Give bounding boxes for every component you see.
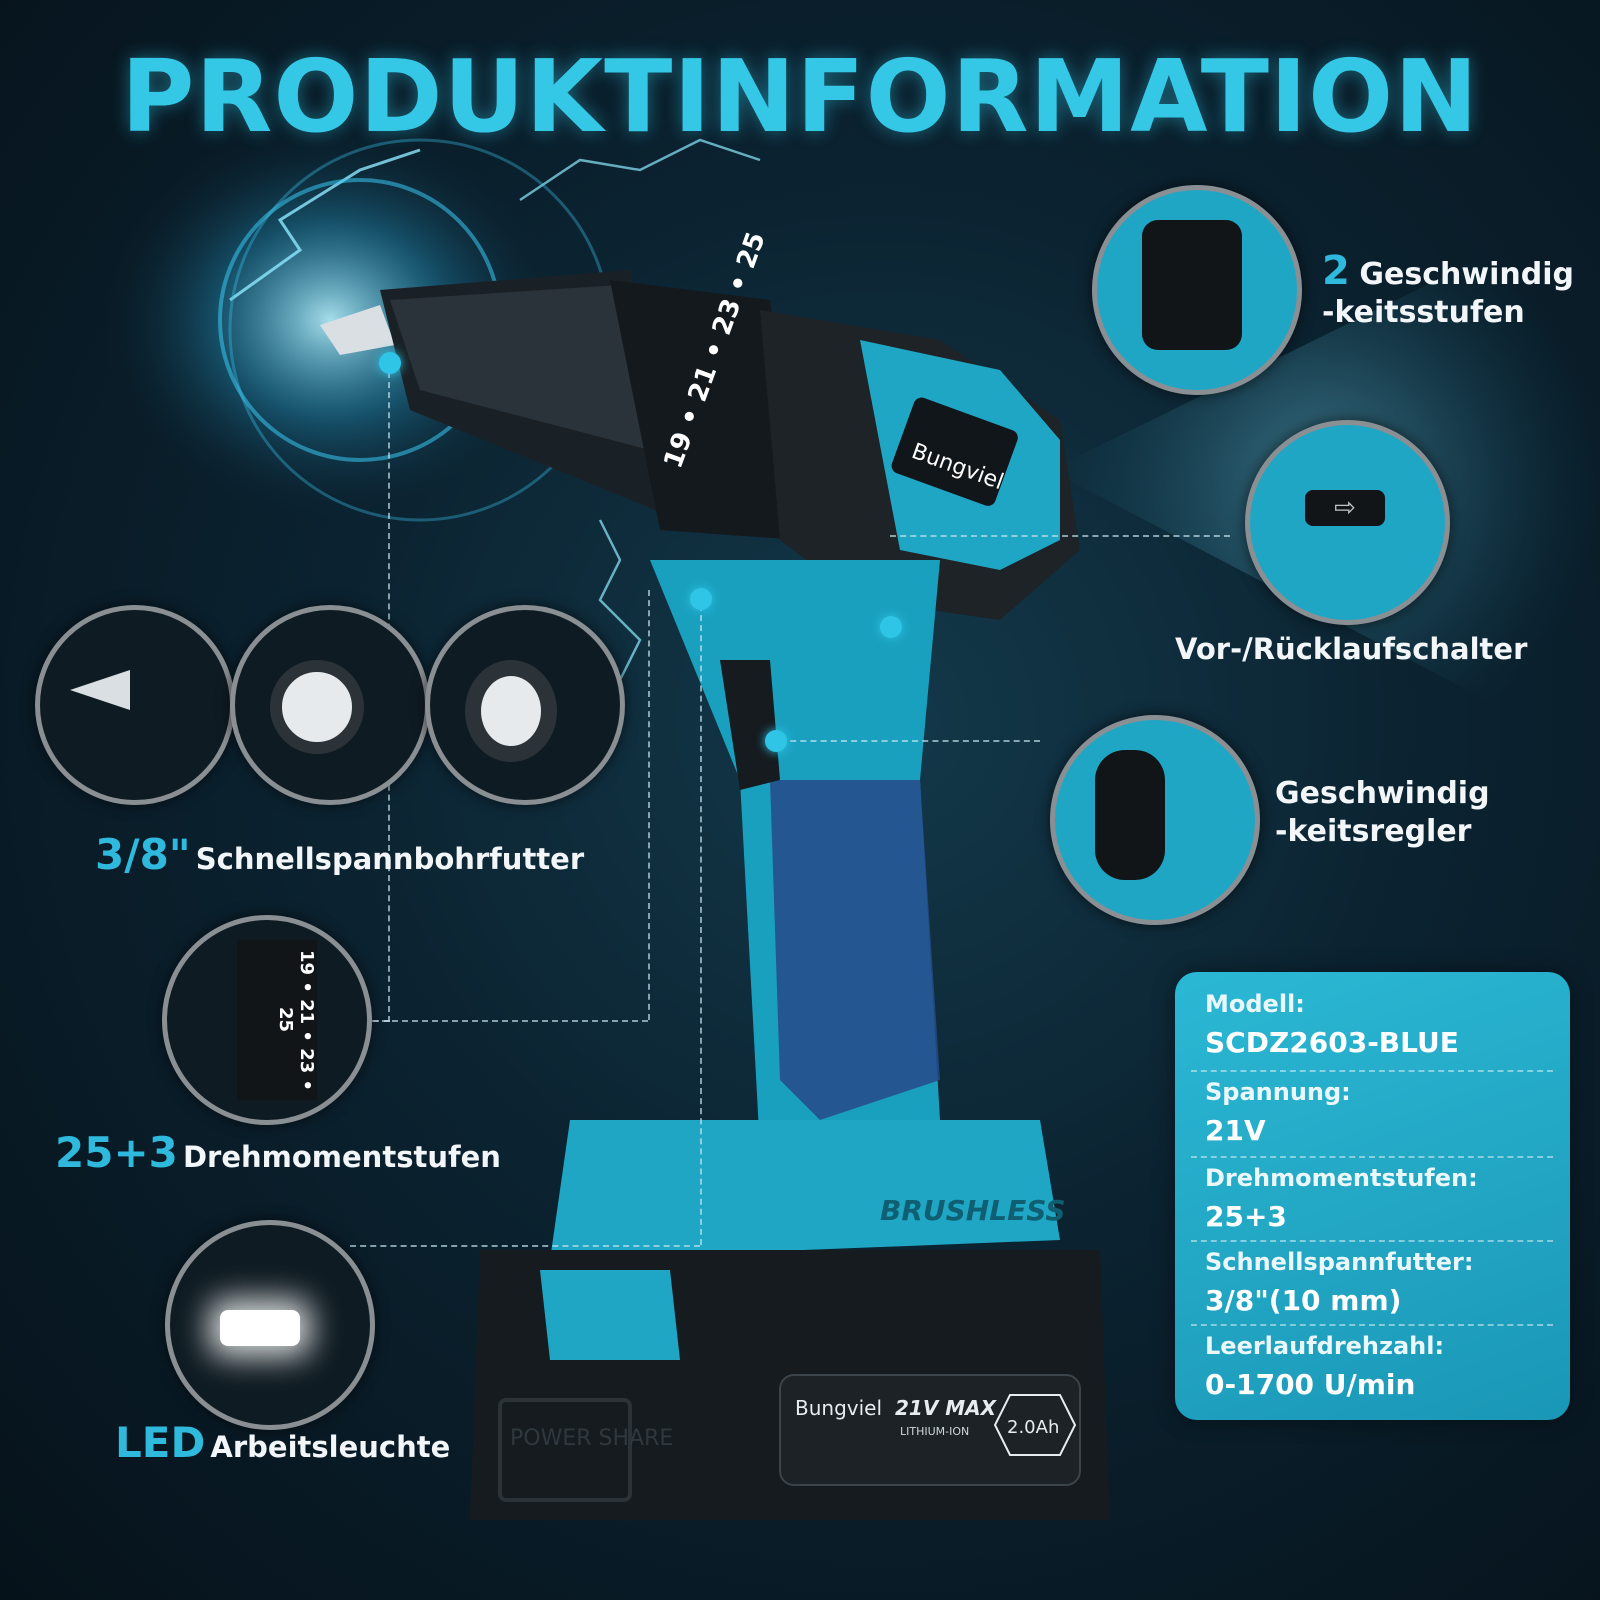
drill-body: Bungviel <box>760 310 1080 620</box>
spec-divider <box>1191 1070 1553 1072</box>
torque-callout: 25+3 Drehmomentstufen <box>55 1128 501 1177</box>
drill-illustration: 19 • 21 • 23 • 25 Bungviel BRUSHLESS POW… <box>320 228 1110 1520</box>
spec-voltage: Spannung: 21V <box>1205 1078 1547 1147</box>
spec-divider <box>1191 1240 1553 1242</box>
led-label: LED <box>115 1418 206 1467</box>
drill-bit <box>320 305 395 355</box>
chuck-zoom-2 <box>230 605 430 805</box>
led-zoom <box>165 1220 375 1430</box>
spec-value: 25+3 <box>1205 1200 1287 1233</box>
spec-model: Modell: SCDZ2603-BLUE <box>1205 990 1547 1059</box>
drill-handle <box>650 560 940 1170</box>
chuck-closed-icon <box>465 660 557 762</box>
marker-dot <box>880 616 902 638</box>
spec-value: 0-1700 U/min <box>1205 1368 1416 1401</box>
bit-icon <box>70 670 130 710</box>
direction-callout: Vor-/Rücklaufschalter <box>1175 632 1528 666</box>
chuck-text: Schnellspannbohrfutter <box>195 842 585 876</box>
power-share-label: POWER SHARE <box>510 1426 673 1451</box>
speed-switch-zoom <box>1092 185 1302 395</box>
regulator-line2: -keitsregler <box>1275 814 1472 849</box>
brushless-label: BRUSHLESS <box>880 1194 1066 1227</box>
spec-label: Spannung: <box>1205 1078 1351 1106</box>
spec-value: 21V <box>1205 1114 1266 1147</box>
spec-speed: Leerlaufdrehzahl: 0-1700 U/min <box>1205 1332 1547 1401</box>
speeds-line2: -keitsstufen <box>1322 295 1525 330</box>
speeds-callout: 2 Geschwindig -keitsstufen <box>1322 251 1574 332</box>
spec-value: 3/8"(10 mm) <box>1205 1284 1402 1317</box>
page-title: PRODUKTINFORMATION <box>121 38 1479 155</box>
regulator-line1: Geschwindig <box>1275 776 1490 811</box>
battery-pack: POWER SHARE Bungviel 21V MAX LITHIUM-ION… <box>470 1250 1110 1520</box>
drill-chuck <box>380 270 680 520</box>
spec-value: SCDZ2603-BLUE <box>1205 1026 1459 1059</box>
led-text: Arbeitsleuchte <box>210 1430 451 1464</box>
torque-dial-icon: 19 • 21 • 23 • 25 <box>237 940 317 1100</box>
spec-torque: Drehmomentstufen: 25+3 <box>1205 1164 1547 1233</box>
chuck-size: 3/8" <box>95 830 191 879</box>
spec-label: Drehmomentstufen: <box>1205 1164 1478 1192</box>
guide-line <box>780 740 1040 742</box>
spec-divider <box>1191 1156 1553 1158</box>
torque-collar <box>610 280 800 540</box>
spec-label: Modell: <box>1205 990 1305 1018</box>
direction-switch-zoom: ⇨ <box>1245 420 1450 625</box>
guide-line <box>648 590 650 1020</box>
guide-line <box>890 535 1230 537</box>
speeds-line1: Geschwindig <box>1359 257 1574 292</box>
marker-dot <box>690 588 712 610</box>
battery-voltage: 21V MAX <box>895 1396 998 1420</box>
drill-base: BRUSHLESS <box>550 1120 1066 1260</box>
chuck-open-icon <box>270 660 364 754</box>
trigger-icon <box>1095 750 1165 880</box>
battery-type: LITHIUM-ION <box>900 1425 969 1438</box>
torque-steps: 25+3 <box>55 1128 178 1177</box>
led-callout: LED Arbeitsleuchte <box>115 1418 450 1467</box>
spec-divider <box>1191 1324 1553 1326</box>
guide-line <box>700 605 702 1245</box>
torque-text: Drehmomentstufen <box>182 1140 501 1174</box>
chuck-callout: 3/8" Schnellspannbohrfutter <box>95 830 584 879</box>
spec-label: Schnellspannfutter: <box>1205 1248 1474 1276</box>
spec-panel: Modell: SCDZ2603-BLUE Spannung: 21V Dreh… <box>1175 972 1570 1420</box>
regulator-callout: Geschwindig -keitsregler <box>1275 775 1490 851</box>
led-light-icon <box>220 1310 300 1346</box>
marker-dot <box>765 730 787 752</box>
speed-switch-icon <box>1142 220 1242 350</box>
battery-capacity: 2.0Ah <box>1007 1417 1059 1438</box>
spec-chuck: Schnellspannfutter: 3/8"(10 mm) <box>1205 1248 1547 1317</box>
chuck-zoom-1 <box>35 605 235 805</box>
torque-zoom: 19 • 21 • 23 • 25 <box>162 915 372 1125</box>
arrow-right-icon: ⇨ <box>1305 490 1385 526</box>
marker-dot <box>379 352 401 374</box>
battery-brand: Bungviel <box>795 1396 882 1420</box>
guide-line <box>350 1245 700 1247</box>
trigger-zoom <box>1050 715 1260 925</box>
speeds-number: 2 <box>1322 248 1350 294</box>
guide-line <box>362 1020 648 1022</box>
chuck-zoom-3 <box>425 605 625 805</box>
spec-label: Leerlaufdrehzahl: <box>1205 1332 1445 1360</box>
